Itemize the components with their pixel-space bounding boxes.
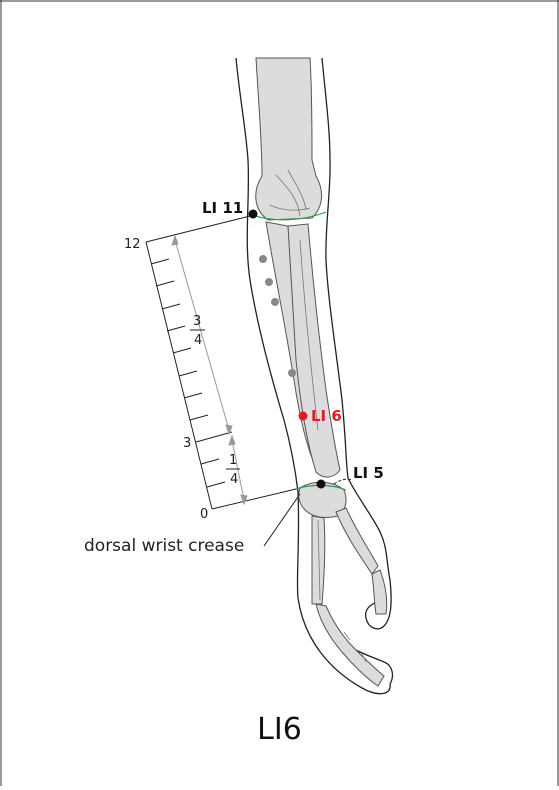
fraction-three-quarters: 3 4	[190, 314, 205, 348]
humerus	[256, 58, 322, 220]
li5-label: LI 5	[353, 464, 384, 482]
meridian-dot	[259, 255, 267, 263]
fraction-upper-den: 4	[194, 333, 202, 348]
meridian-dot	[265, 278, 273, 286]
scale-label-12: 12	[124, 237, 141, 252]
annotation-leader	[264, 494, 300, 546]
figure-title: LI6	[0, 712, 559, 747]
meridian-dot	[271, 298, 279, 306]
li11-label: LI 11	[202, 199, 243, 217]
meridian-dot	[288, 369, 296, 377]
thumb-phalanges	[372, 570, 387, 614]
fraction-upper-num: 3	[193, 314, 201, 329]
fraction-lower-den: 4	[230, 472, 238, 487]
scale-label-0: 0	[200, 507, 208, 522]
finger-phalanges	[316, 604, 384, 686]
bones	[256, 58, 387, 686]
li6-point	[299, 412, 308, 421]
radius	[288, 224, 340, 477]
li11-point	[249, 210, 258, 219]
dorsal-wrist-crease-label: dorsal wrist crease	[84, 536, 244, 556]
li6-label: LI 6	[311, 407, 342, 425]
fraction-lower-num: 1	[229, 453, 237, 468]
li5-point	[317, 480, 326, 489]
scale-label-3: 3	[183, 436, 191, 451]
